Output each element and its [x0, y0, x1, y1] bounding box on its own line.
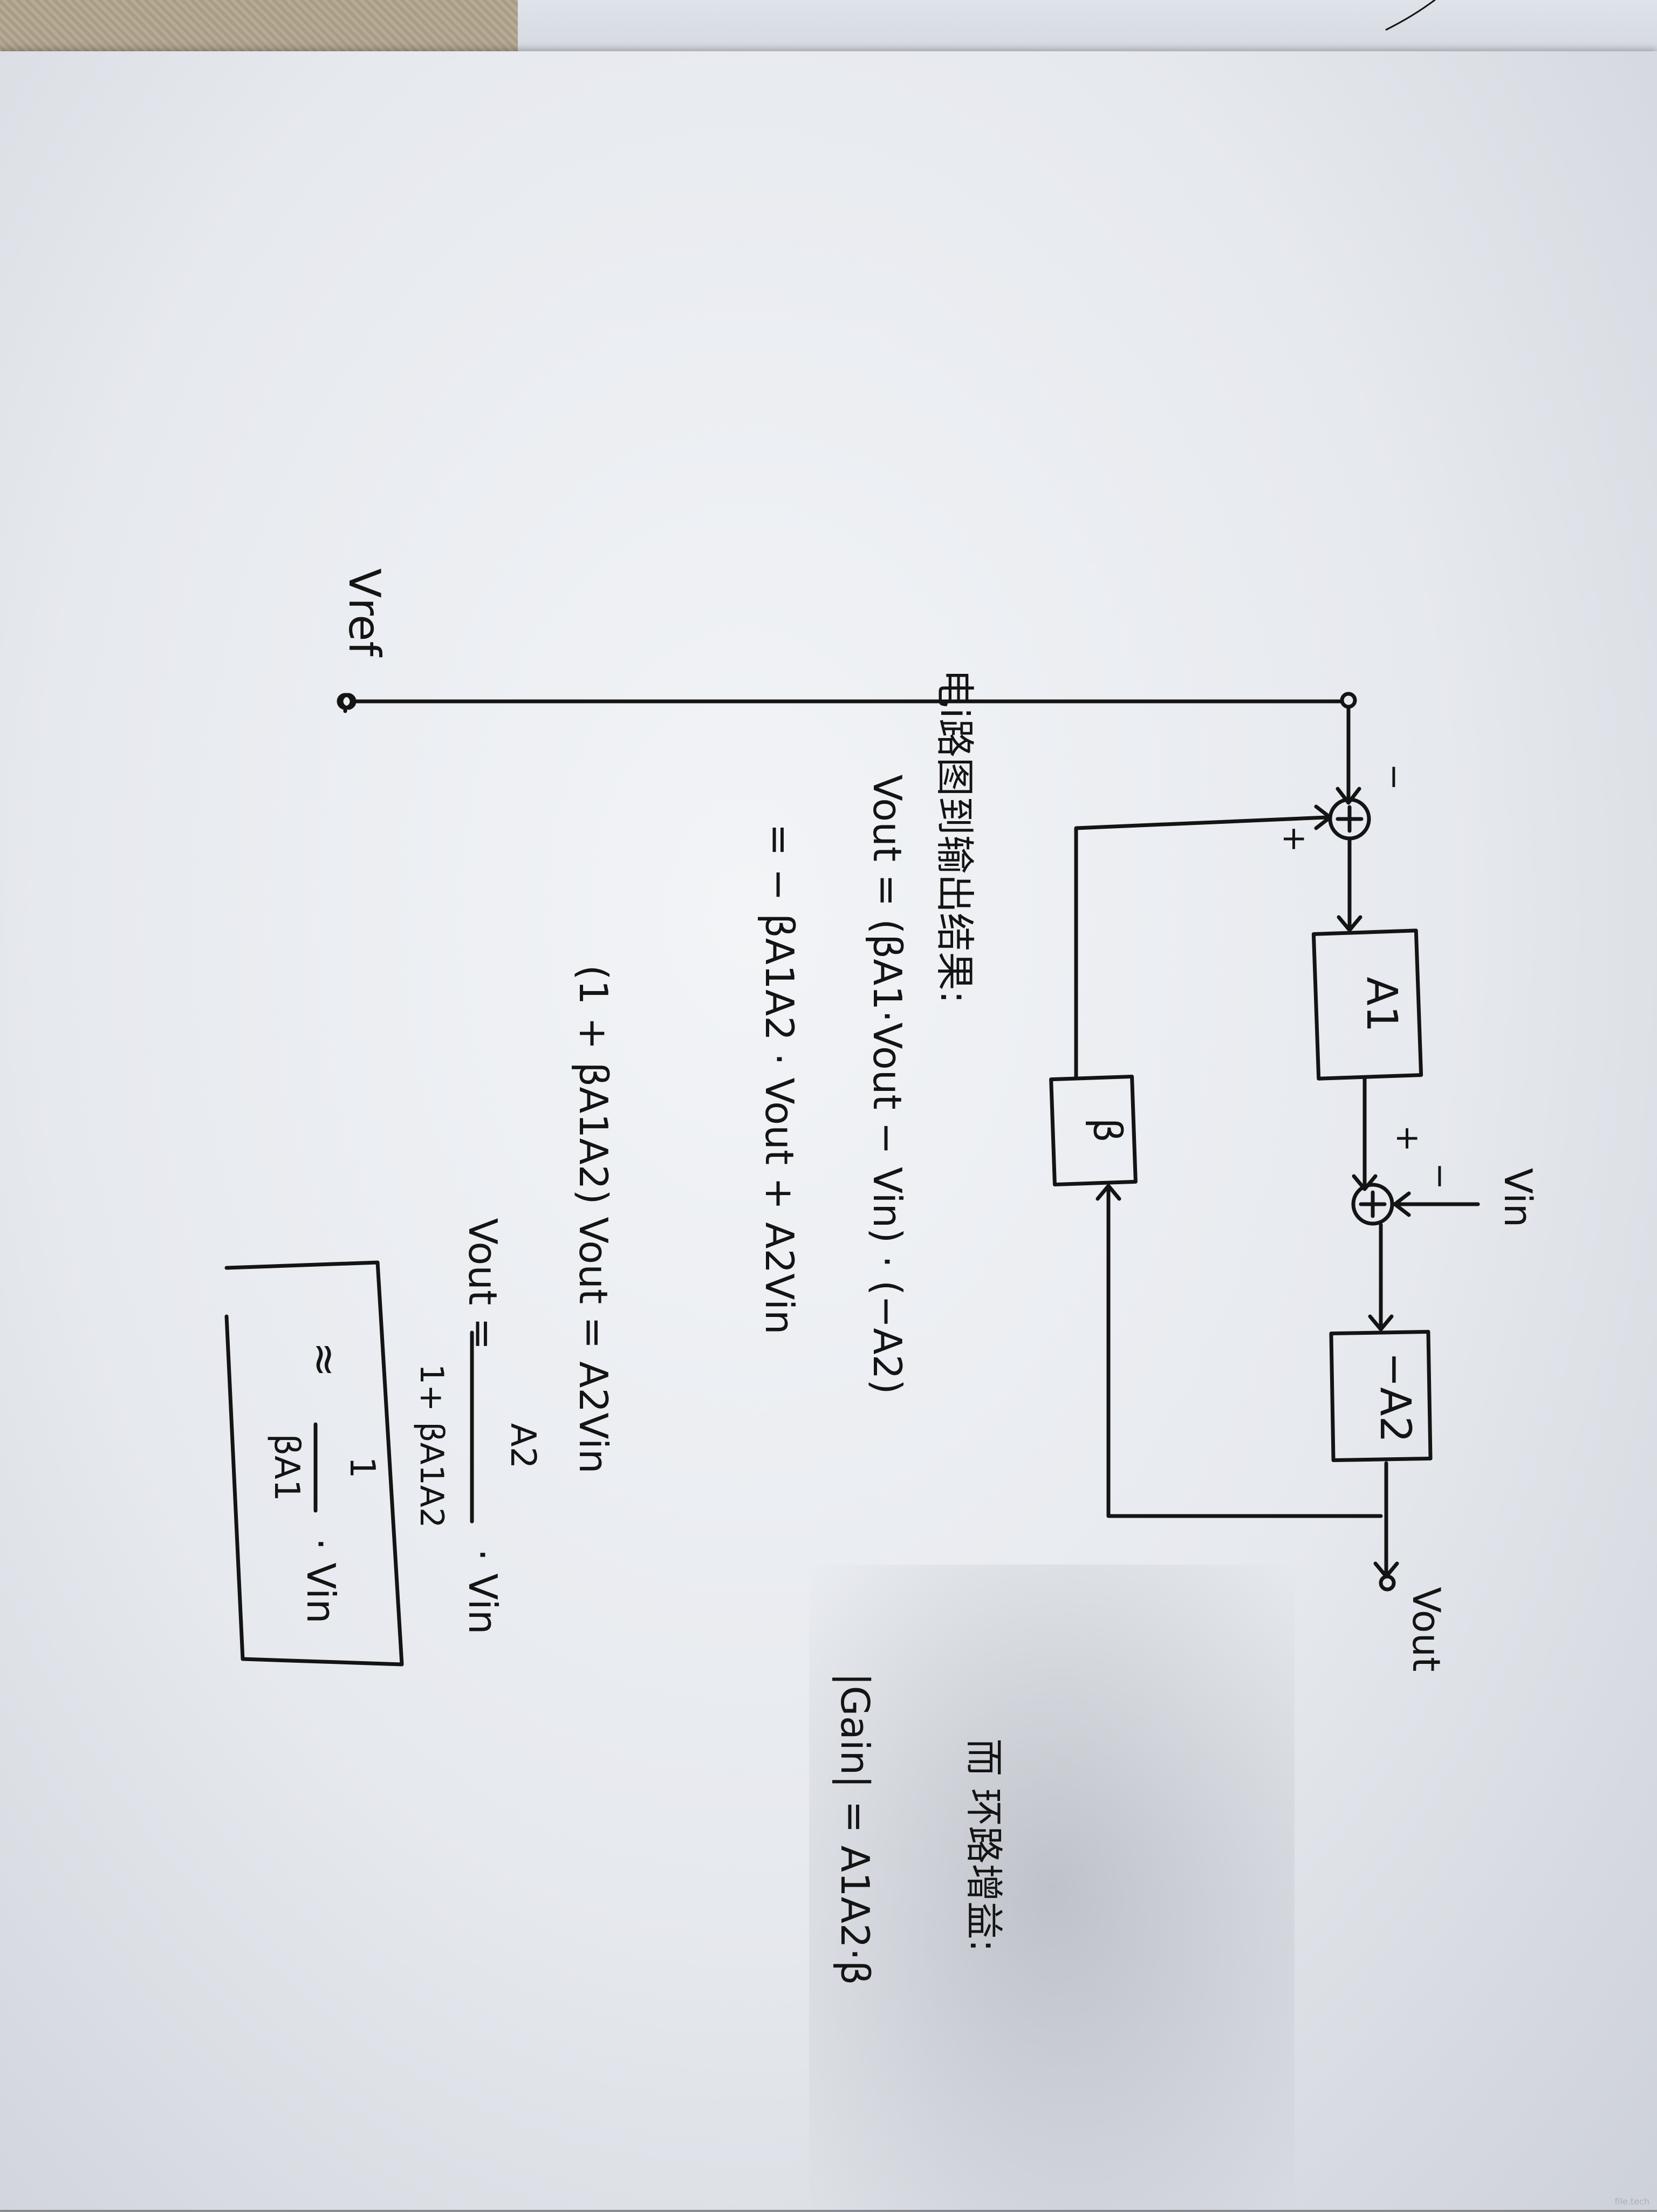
watermark: file.tech [1614, 2196, 1649, 2207]
wire-beta-to-summer1 [1074, 815, 1329, 1078]
approx-denominator: βA1 [266, 1433, 306, 1501]
equation-4-rhs: · Vin [460, 1548, 505, 1634]
pen-mark [1385, 0, 1436, 31]
approx-sign: ≈ [300, 1341, 350, 1377]
label-vin: Vin [1496, 1168, 1540, 1227]
summer1-plus: + [1276, 825, 1313, 852]
summer2-plus: + [1389, 1125, 1427, 1152]
paper-sheet [0, 51, 1657, 2210]
summer2-minus: − [1421, 1163, 1459, 1190]
summer1-minus: − [1375, 763, 1413, 790]
block-a1 [1311, 929, 1423, 1081]
notes-heading: 电i路图到输出结果: [932, 669, 977, 1003]
loop-gain-formula: |Gain| = A1A2·β [832, 1672, 878, 1985]
equation-4-numerator: A2 [503, 1423, 543, 1469]
vout-terminal [1379, 1574, 1396, 1592]
equation-1: Vout = (βA1·Vout − Vin) · (−A2) [865, 775, 910, 1395]
approx-box [224, 1260, 404, 1667]
block-neg-a2 [1329, 1329, 1433, 1463]
equation-4-denominator: 1+ βA1A2 [413, 1364, 450, 1528]
equation-2: = − βA1A2 · Vout + A2Vin [757, 823, 802, 1334]
arrow-into-summer1 [1336, 787, 1361, 805]
label-vout: Vout [1404, 1587, 1448, 1671]
approx-rhs: · Vin [298, 1538, 344, 1623]
equation-3: (1 + βA1A2) Vout = A2Vin [571, 965, 616, 1473]
loop-gain-heading: 而 环路增益: [962, 1738, 1006, 1952]
background-table [518, 0, 1657, 59]
wire-vout-to-beta [1106, 1185, 1383, 1518]
label-beta: β [1085, 1118, 1130, 1143]
block-beta [1049, 1074, 1138, 1187]
label-a1: A1 [1357, 977, 1406, 1033]
approx-numerator: 1 [342, 1457, 382, 1479]
summer2-circle [1351, 1183, 1394, 1226]
vref-label: Vref [339, 568, 389, 657]
label-neg-a2: −A2 [1371, 1352, 1419, 1443]
equation-4-lhs: Vout = [460, 1218, 505, 1350]
